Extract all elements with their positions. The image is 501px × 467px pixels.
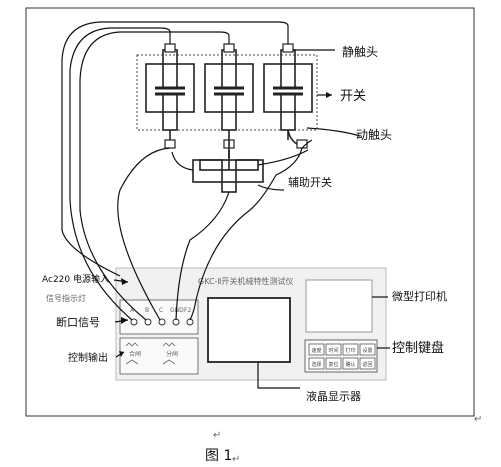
terminal-block — [119, 299, 199, 335]
control-output-block — [119, 337, 199, 375]
caption-end-mark: ↵ — [232, 454, 240, 465]
label-switch: 开关 — [340, 89, 366, 104]
terminal-label-f2: F2 — [184, 307, 191, 314]
keyboard-key[interactable] — [325, 357, 342, 370]
static-contact-a — [164, 43, 176, 53]
label-static-contact: 静触头 — [342, 45, 378, 59]
lcd-screen — [207, 297, 291, 363]
static-contact-c — [282, 43, 294, 53]
static-contact-b — [223, 43, 235, 53]
leader-arrowheads — [119, 92, 332, 357]
keyboard-key[interactable] — [325, 343, 342, 356]
terminal-a[interactable] — [130, 318, 138, 326]
caption-return-mark: ↵ — [213, 430, 221, 441]
keyboard-key[interactable] — [359, 343, 376, 356]
close-button-label[interactable]: 合闸 — [129, 350, 141, 358]
keyboard-key-label: 打印 — [345, 347, 355, 354]
printer-window — [305, 279, 373, 333]
terminal-label-a: A — [130, 307, 135, 314]
keyboard-key[interactable] — [342, 357, 359, 370]
label-signal-light: 信号指示灯 — [46, 293, 86, 303]
keyboard-keys: 速度时间打印设置选择复位确认返回 — [308, 343, 376, 370]
aux-switch — [192, 150, 264, 193]
figure-frame — [25, 7, 475, 417]
moving-contact-a — [164, 139, 176, 149]
instrument-title: GKC-Ⅱ开关机械特性测试仪 — [198, 276, 293, 286]
label-printer: 微型打印机 — [392, 289, 447, 303]
switch-unit-a — [145, 49, 195, 131]
open-button-label[interactable]: 分闸 — [166, 350, 178, 358]
keyboard-key[interactable] — [308, 343, 325, 356]
keyboard-key-label: 返回 — [362, 361, 372, 368]
terminal-label-c: C — [159, 307, 163, 314]
label-control-output: 控制输出 — [68, 351, 108, 364]
label-keyboard: 控制键盘 — [392, 340, 444, 356]
switch-unit-c — [263, 49, 313, 131]
keyboard-key[interactable] — [342, 343, 359, 356]
terminal-b[interactable] — [144, 318, 152, 326]
figure-caption: 图 1 — [205, 448, 232, 464]
keyboard-key-label: 复位 — [328, 361, 338, 368]
keyboard-key-label: 设置 — [362, 347, 372, 354]
terminal-c[interactable] — [158, 318, 166, 326]
label-aux-switch: 辅助开关 — [288, 175, 332, 189]
keyboard-key-label: 选择 — [311, 361, 321, 368]
label-ac-input: Ac220 电源输入 — [42, 273, 109, 285]
keyboard-key[interactable] — [359, 357, 376, 370]
frame-return-mark: ↵ — [474, 414, 482, 425]
keyboard-key-label: 时间 — [328, 347, 338, 354]
keyboard-key-label: 确认 — [345, 361, 355, 368]
label-break-signal: 断口信号 — [56, 315, 100, 329]
switch-unit-b — [204, 49, 254, 131]
label-lcd: 液晶显示器 — [306, 389, 361, 403]
terminal-label-b: B — [145, 307, 149, 314]
wires — [61, 21, 313, 321]
keyboard-key-label: 速度 — [311, 347, 321, 354]
label-moving-contact: 动触头 — [356, 128, 392, 142]
keyboard-key[interactable] — [308, 357, 325, 370]
